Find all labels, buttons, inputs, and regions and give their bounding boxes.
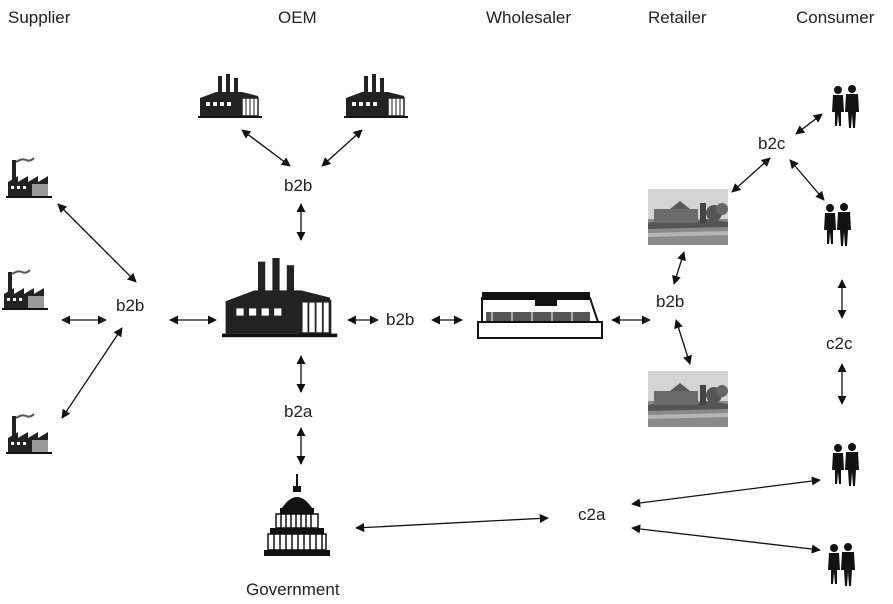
oem-main-factory-icon [222,258,337,337]
oem-factory-icon-2 [344,74,408,118]
consumer-couple-icon-1 [832,85,859,128]
column-header-wholesaler: Wholesaler [486,8,571,28]
arrow-b2c-consumer2 [790,160,824,200]
arrow-supplier1-b2b [58,204,136,282]
arrow-b2b-store2 [676,320,690,364]
government-label: Government [246,580,340,600]
retailer-store-photo-2 [648,371,728,427]
arrow-government-c2a [356,518,548,528]
supplier-factory-icon-3 [6,414,52,454]
oem-factory-icon-1 [198,74,262,118]
connector-label-b2b-supplier: b2b [116,296,144,316]
supplier-factory-icon-1 [6,158,52,198]
column-header-oem: OEM [278,8,317,28]
arrow-store1-b2c [732,158,770,192]
retailer-store-photo-1 [648,189,728,245]
consumer-couple-icon-4 [828,543,855,586]
column-header-supplier: Supplier [8,8,70,28]
column-header-retailer: Retailer [648,8,707,28]
connector-label-b2c: b2c [758,134,785,154]
connection-arrows [58,114,842,550]
arrow-b2c-consumer1 [796,114,822,134]
connector-label-b2b-oem-wholesaler: b2b [386,310,414,330]
warehouse-icon [478,292,602,338]
column-header-consumer: Consumer [796,8,874,28]
connector-label-c2c: c2c [826,334,852,354]
connector-label-b2a: b2a [284,402,312,422]
connector-label-b2b-oem: b2b [284,176,312,196]
connector-label-c2a: c2a [578,505,605,525]
arrow-c2a-consumer4 [632,528,820,550]
consumer-couple-icon-3 [832,443,859,486]
arrow-supplier3-b2b [62,328,122,418]
arrow-c2a-consumer3 [632,480,820,504]
arrow-factory2-b2b [322,130,362,166]
arrow-b2b-store1 [674,252,684,284]
consumer-couple-icon-2 [824,203,851,246]
arrow-factory1-b2b [242,130,290,166]
connector-label-b2b-retail: b2b [656,292,684,312]
capitol-dome-icon [264,474,330,556]
supplier-factory-icon-2 [2,270,48,310]
